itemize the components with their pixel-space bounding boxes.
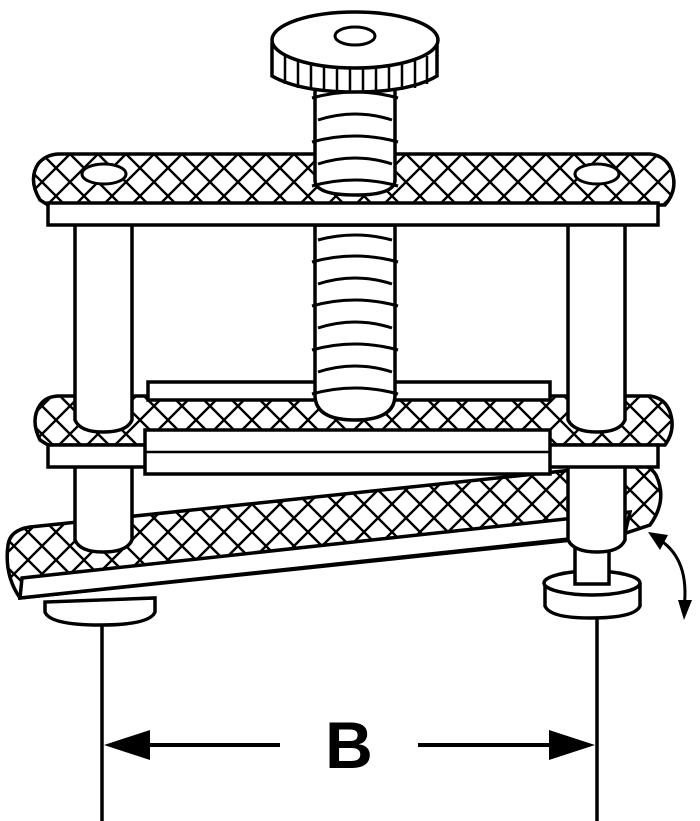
dimension-label: B (325, 708, 373, 782)
guide-post-right-lower (566, 465, 627, 554)
dimension-arrow: B (100, 618, 599, 821)
guide-post-left (73, 225, 134, 434)
mount-hole-left (80, 162, 128, 186)
screw-center-hole (333, 25, 377, 47)
foot-right (542, 546, 642, 620)
arrowhead-left (104, 730, 150, 760)
swing-arrow (648, 532, 692, 620)
foot-left (43, 596, 157, 627)
guide-post-right (566, 225, 627, 434)
guide-post-left-lower (73, 465, 134, 554)
mount-hole-right (573, 162, 621, 186)
screw-thread-lower (311, 223, 399, 422)
hinged-bottom-plate (5, 461, 663, 600)
thumb-screw (270, 10, 440, 94)
screw-thread-upper (311, 78, 399, 197)
arrowhead-right (549, 730, 595, 760)
